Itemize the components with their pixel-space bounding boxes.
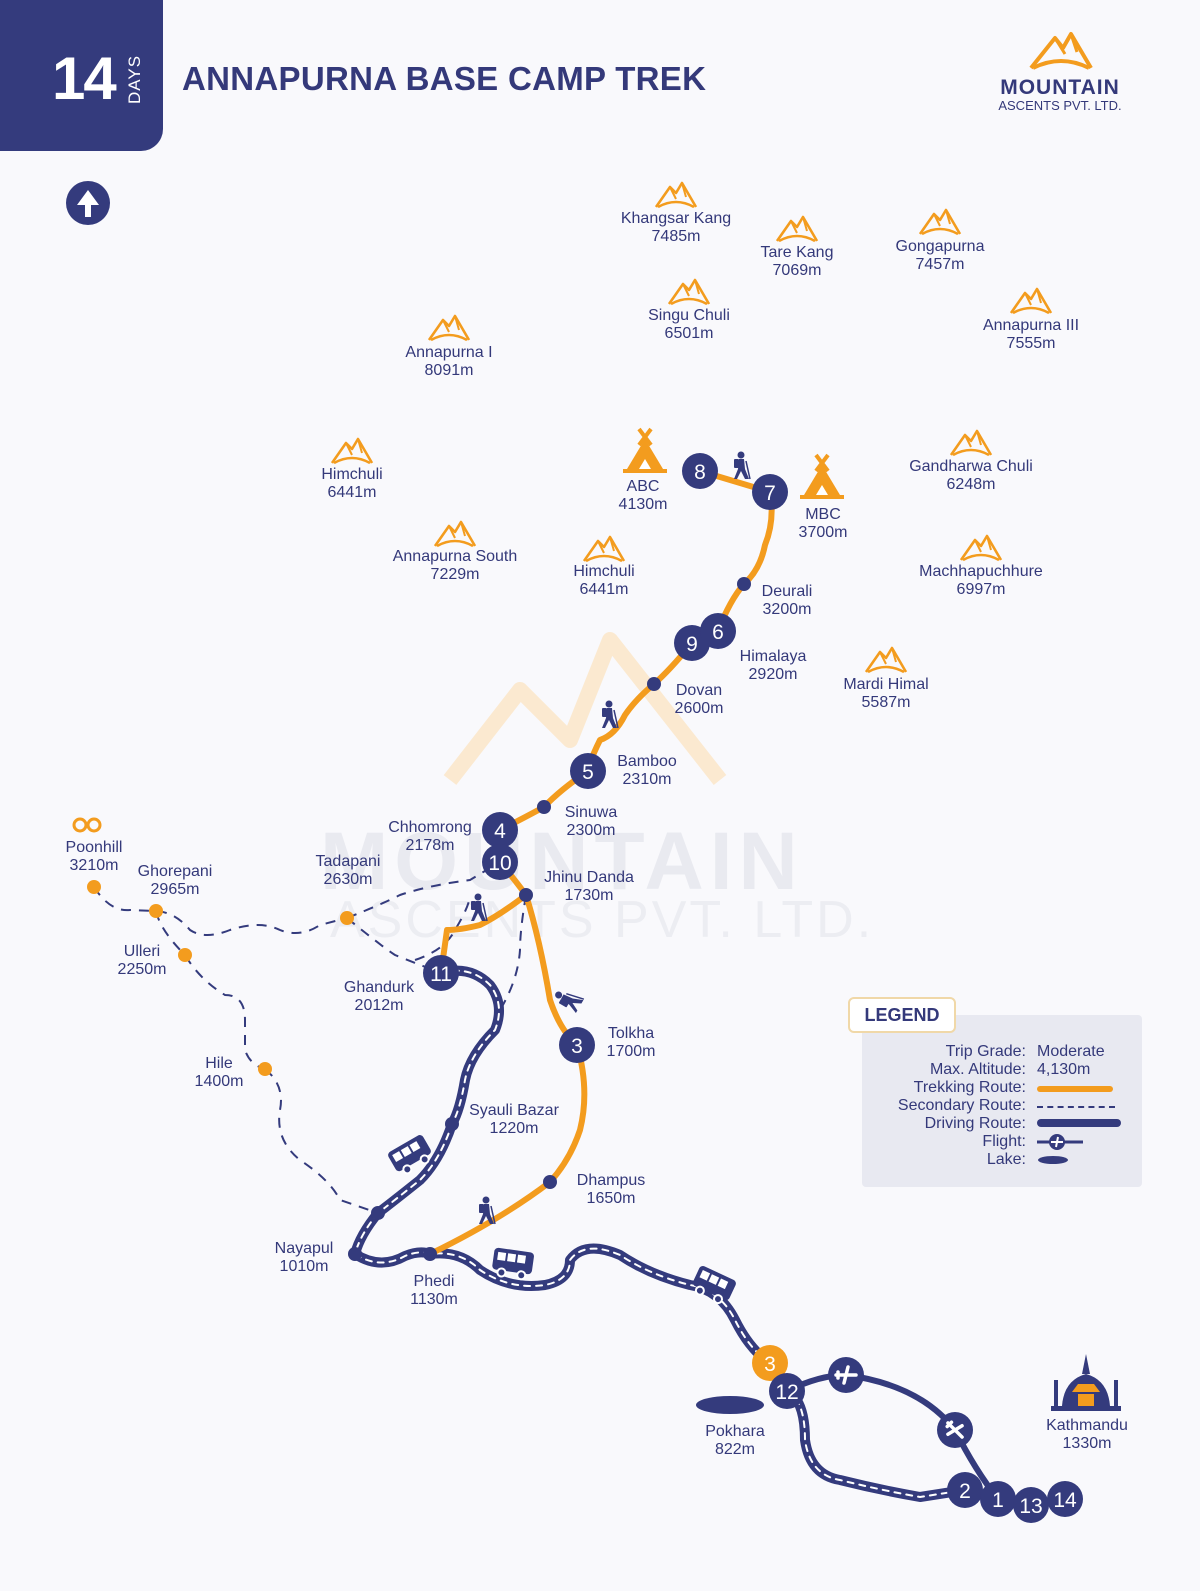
legend-secondary-label: Secondary Route: — [897, 1097, 1026, 1114]
secondary-route-swatch — [1037, 1106, 1115, 1108]
mountain-logo-icon — [1029, 32, 1093, 70]
legend-driving-label: Driving Route: — [924, 1115, 1026, 1132]
svg-text:6: 6 — [712, 621, 724, 644]
logo-name: MOUNTAIN — [1000, 76, 1120, 99]
plane-icon — [1037, 1133, 1083, 1151]
temple-icon — [1051, 1354, 1121, 1411]
svg-text:4: 4 — [494, 820, 506, 843]
svg-text:13: 13 — [1019, 1495, 1042, 1518]
company-logo: MOUNTAIN ASCENTS PVT. LTD. — [990, 28, 1130, 113]
svg-text:5: 5 — [582, 761, 594, 784]
secondary-stop-dots — [87, 880, 354, 1076]
tent-icon — [621, 427, 669, 473]
lake-icon — [696, 1396, 764, 1414]
watermark-subtitle: ASCENTS PVT. LTD. — [330, 891, 875, 949]
svg-text:7: 7 — [764, 482, 776, 505]
days-badge: 14 DAYS — [0, 0, 163, 151]
day-marker-8: 8 — [694, 461, 706, 484]
svg-text:1: 1 — [992, 1489, 1004, 1512]
lake-icon — [1038, 1156, 1068, 1164]
tent-icon — [798, 453, 846, 499]
legend-max-altitude-label: Max. Altitude: — [929, 1061, 1026, 1078]
stop-dots — [348, 577, 751, 1261]
hiker-icon — [470, 892, 488, 922]
trekking-route-swatch — [1037, 1086, 1113, 1092]
svg-text:11: 11 — [430, 963, 452, 986]
legend-flight-label: Flight: — [982, 1133, 1026, 1150]
svg-text:3: 3 — [571, 1035, 583, 1058]
legend-max-altitude-value: 4,130m — [1037, 1061, 1091, 1078]
watermark-text: MOUNTAIN — [320, 816, 804, 907]
north-arrow-icon — [66, 181, 110, 225]
hiker-icon — [551, 984, 585, 1014]
page-title: ANNAPURNA BASE CAMP TREK — [182, 60, 707, 97]
flight-route — [785, 1371, 1001, 1501]
legend-panel: Trip Grade: Moderate Max. Altitude: 4,13… — [862, 1015, 1142, 1187]
hiker-icon — [601, 699, 619, 729]
bus-icon — [688, 1263, 739, 1308]
legend-lake-label: Lake: — [986, 1151, 1026, 1168]
svg-text:14: 14 — [1053, 1489, 1077, 1512]
svg-text:9: 9 — [686, 633, 698, 656]
binocular-icon — [72, 817, 102, 833]
legend-title: LEGEND — [848, 997, 956, 1033]
svg-text:3: 3 — [764, 1353, 776, 1376]
hiker-icon — [733, 450, 751, 480]
svg-text:2: 2 — [959, 1480, 971, 1503]
logo-subtitle: ASCENTS PVT. LTD. — [998, 98, 1122, 113]
svg-text:12: 12 — [775, 1381, 798, 1404]
day-markers: 8 7 9 6 5 4 10 11 3 3 12 2 1 13 14 — [423, 453, 1083, 1523]
days-number: 14 — [52, 45, 117, 112]
legend-trip-grade-value: Moderate — [1037, 1043, 1105, 1060]
legend-trip-grade-label: Trip Grade: — [945, 1043, 1026, 1060]
driving-route-swatch — [1037, 1119, 1121, 1127]
legend-trekking-label: Trekking Route: — [913, 1079, 1026, 1096]
svg-text:10: 10 — [488, 852, 511, 875]
